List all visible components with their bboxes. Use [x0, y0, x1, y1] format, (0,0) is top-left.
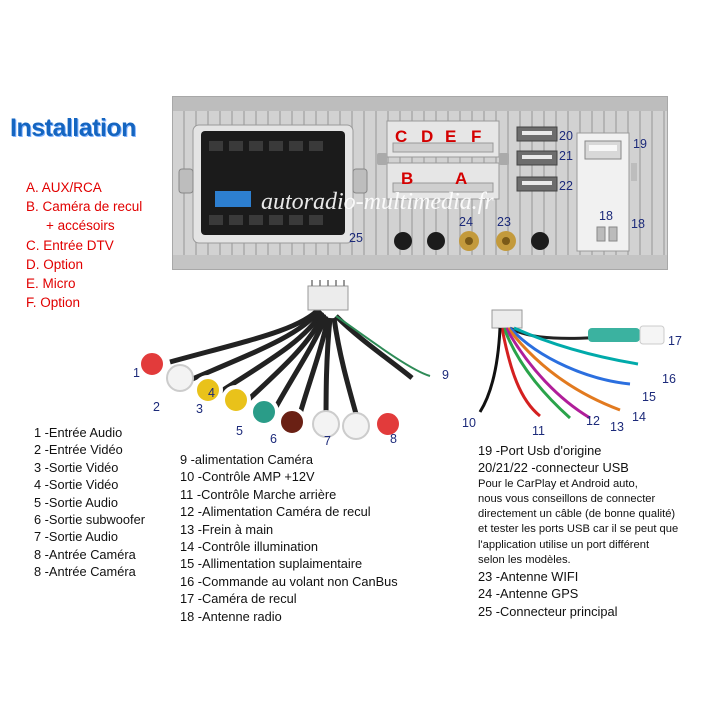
port-label-c: C [395, 127, 408, 146]
usb-note-line: l'application utilise un port différent [478, 538, 650, 551]
legend-letter-a: A. AUX/RCA [26, 180, 102, 195]
legend-item-8a: 8 -Antrée Caméra [34, 546, 136, 562]
usb-note-line: nous vous conseillons de connecter [478, 493, 656, 506]
harness-number-16: 16 [662, 372, 676, 386]
harness-number-2: 2 [153, 400, 160, 414]
back-panel-illustration [173, 97, 667, 269]
legend-item-14: 14 -Contrôle illumination [180, 539, 318, 555]
harness-number-6: 6 [270, 432, 277, 446]
legend-item-7: 7 -Sortie Audio [34, 529, 118, 545]
legend-item-25: 25 -Connecteur principal [478, 603, 618, 619]
panel-watermark: autoradio-multimedia.fr [261, 189, 494, 215]
legend-item-16: 16 -Commande au volant non CanBus [180, 573, 398, 589]
legend-letter-d: D. Option [26, 256, 84, 272]
legend-item-1: 1 -Entrée Audio [34, 425, 123, 440]
legend-item-24: 24 -Antenne GPS [478, 586, 579, 602]
usb-note: Pour le CarPlay et Android auto, nous vo… [478, 477, 678, 568]
legend-item-4: 4 -Sortie Vidéo [34, 477, 119, 493]
usb-note-line: selon les modèles. [478, 553, 571, 566]
port-number-21: 21 [559, 149, 573, 163]
harness-number-4: 4 [208, 386, 215, 400]
port-label-e: E [445, 127, 457, 146]
legend-letter-e: E. Micro [26, 276, 76, 292]
harness-number-9: 9 [442, 368, 449, 382]
port-number-25: 25 [349, 231, 363, 245]
legend-column-control: 9 -alimentation Caméra 10 -Contrôle AMP … [180, 451, 398, 625]
rca-harness-illustration [137, 280, 431, 440]
port-number-24: 24 [459, 215, 473, 229]
harness-number-15: 15 [642, 390, 656, 404]
port-number-18-outer: 18 [631, 217, 645, 231]
port-number-20: 20 [559, 129, 573, 143]
port-number-23: 23 [497, 215, 511, 229]
legend-item-8b: 8 -Antrée Caméra [34, 564, 136, 580]
legend-item-23: 23 -Antenne WIFI [478, 569, 579, 585]
legend-column-audio-video: 1 -Entrée Audio 2 -Entrée Vidéo 3 -Sorti… [34, 424, 145, 581]
legend-letter-c: C. Entrée DTV [26, 237, 114, 253]
port-number-19: 19 [633, 137, 647, 151]
legend-item-12: 12 -Alimentation Caméra de recul [180, 504, 371, 520]
legend-item-20-22: 20/21/22 -connecteur USB [478, 460, 629, 476]
harness-number-13: 13 [610, 420, 624, 434]
legend-column-usb-antenna: 19 -Port Usb d'origine 20/21/22 -connect… [478, 442, 678, 620]
harness-number-3: 3 [196, 402, 203, 416]
harness-number-8: 8 [390, 432, 397, 446]
port-label-a: A [455, 169, 468, 188]
legend-item-19: 19 -Port Usb d'origine [478, 443, 602, 458]
harness-number-7: 7 [324, 434, 331, 448]
legend-item-18: 18 -Antenne radio [180, 608, 282, 624]
port-number-22: 22 [559, 179, 573, 193]
legend-item-3: 3 -Sortie Vidéo [34, 459, 119, 475]
port-label-d: D [421, 127, 434, 146]
legend-item-10: 10 -Contrôle AMP +12V [180, 469, 315, 485]
legend-item-13: 13 -Frein à main [180, 521, 274, 537]
legend-letter-f: F. Option [26, 295, 81, 311]
legend-item-2: 2 -Entrée Vidéo [34, 442, 123, 458]
legend-item-9: 9 -alimentation Caméra [180, 452, 314, 467]
harness-number-11: 11 [532, 424, 545, 438]
legend-item-6: 6 -Sortie subwoofer [34, 512, 145, 528]
usb-note-line: directement un câble (de bonne qualité) [478, 508, 676, 521]
port-label-b: B [401, 169, 414, 188]
harness-number-12: 12 [586, 414, 600, 428]
control-harness-illustration [478, 309, 665, 420]
usb-note-line: et tester les ports USB car il se peut q… [478, 523, 679, 536]
port-letters-legend: A. AUX/RCA B. Caméra de recul + accésoir… [26, 178, 142, 312]
port-label-f: F [471, 127, 482, 146]
legend-item-5: 5 -Sortie Audio [34, 494, 118, 510]
harness-number-10: 10 [462, 416, 476, 430]
harness-number-14: 14 [632, 410, 646, 424]
harness-number-5: 5 [236, 424, 243, 438]
legend-item-15: 15 -Allimentation suplaimentaire [180, 556, 363, 572]
legend-letter-b-continued: + accésoirs [46, 218, 115, 234]
usb-note-line: Pour le CarPlay et Android auto, [478, 477, 638, 490]
legend-item-17: 17 -Caméra de recul [180, 591, 297, 607]
radio-back-panel: C D E F B A 20 21 22 19 18 18 24 23 25 a… [172, 96, 668, 270]
legend-letter-b: B. Caméra de recul [26, 199, 143, 215]
background-watermark [0, 520, 7, 538]
harness-number-17: 17 [668, 334, 682, 348]
legend-item-11: 11 -Contrôle Marche arrière [180, 486, 337, 502]
harness-number-1: 1 [133, 366, 140, 380]
page-title: Installation [10, 114, 136, 142]
port-number-18-inner: 18 [599, 209, 613, 223]
